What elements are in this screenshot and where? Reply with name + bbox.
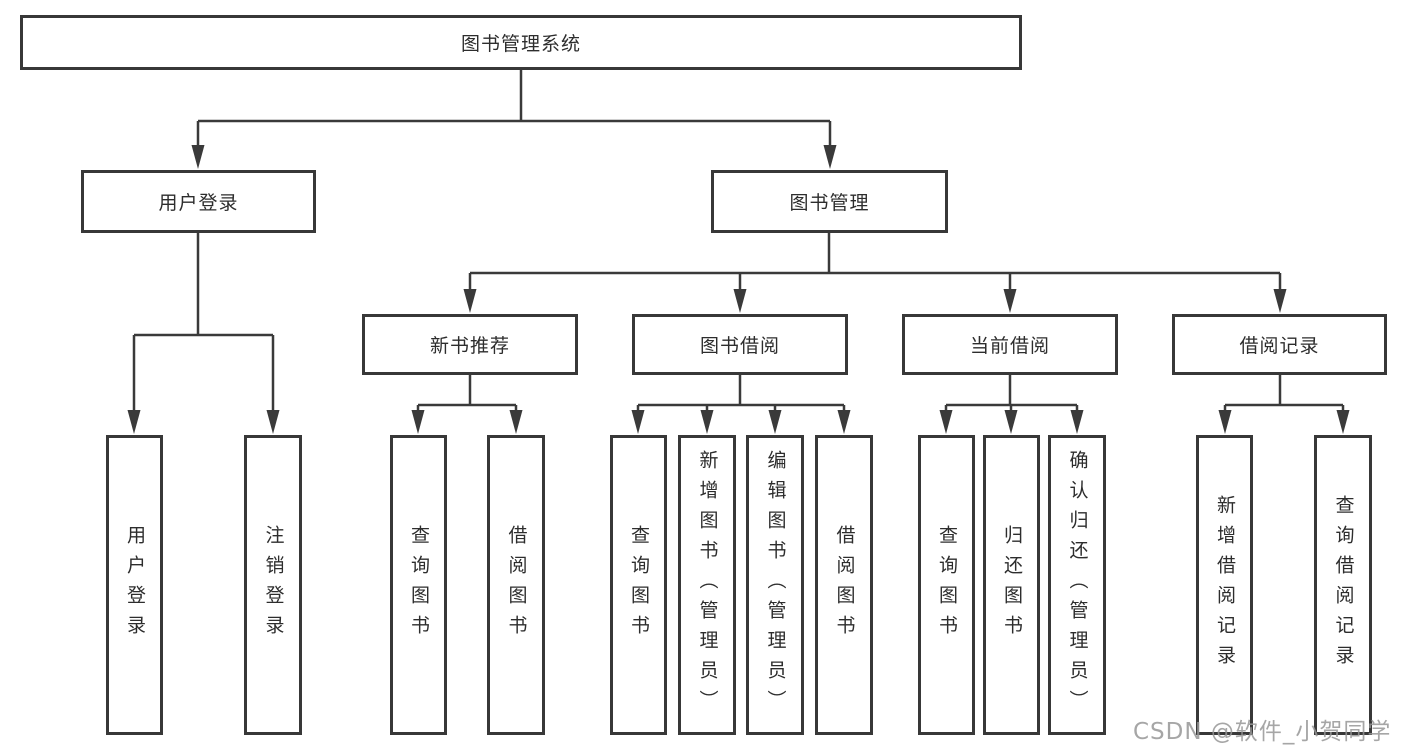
leaf-query-borrow-record: 查询借阅记录 [1314, 435, 1372, 735]
node-current-borrowing: 当前借阅 [902, 314, 1118, 375]
leaf-query-books-recommend: 查询图书 [390, 435, 447, 735]
leaf-logout-label: 注销登录 [262, 525, 285, 645]
leaf-query-books-current: 查询图书 [918, 435, 975, 735]
node-book-management: 图书管理 [711, 170, 948, 233]
node-user-login-label: 用户登录 [158, 192, 239, 214]
leaf-query-borrow-record-label: 查询借阅记录 [1332, 495, 1355, 675]
node-library-system: 图书管理系统 [20, 15, 1022, 70]
node-user-login: 用户登录 [81, 170, 316, 233]
node-library-system-label: 图书管理系统 [460, 33, 581, 55]
leaf-logout: 注销登录 [244, 435, 302, 735]
leaf-add-book-admin: 新增图书（管理员） [678, 435, 736, 735]
leaf-return-books-label: 归还图书 [1001, 525, 1023, 645]
node-book-management-label: 图书管理 [789, 192, 870, 214]
node-borrowing-records-label: 借阅记录 [1239, 335, 1320, 357]
csdn-watermark: CSDN @软件_小贺同学 [1133, 719, 1392, 745]
leaf-query-books-borrowing-label: 查询图书 [628, 525, 650, 645]
node-new-book-recommend-label: 新书推荐 [429, 335, 510, 357]
leaf-edit-book-admin-label: 编辑图书（管理员） [764, 450, 787, 720]
leaf-edit-book-admin: 编辑图书（管理员） [746, 435, 804, 735]
leaf-return-books: 归还图书 [983, 435, 1040, 735]
leaf-borrow-books-recommend: 借阅图书 [487, 435, 545, 735]
node-current-borrowing-label: 当前借阅 [969, 335, 1050, 357]
leaf-confirm-return-admin-label: 确认归还（管理员） [1066, 450, 1089, 720]
leaf-user-login-label: 用户登录 [124, 525, 146, 645]
leaf-borrow-books-recommend-label: 借阅图书 [505, 525, 528, 645]
leaf-query-books-current-label: 查询图书 [936, 525, 958, 645]
node-new-book-recommend: 新书推荐 [362, 314, 578, 375]
node-book-borrowing: 图书借阅 [632, 314, 848, 375]
leaf-borrow-books-borrowing: 借阅图书 [815, 435, 873, 735]
leaf-user-login: 用户登录 [106, 435, 163, 735]
leaf-add-borrow-record-label: 新增借阅记录 [1214, 495, 1236, 675]
leaf-query-books-recommend-label: 查询图书 [408, 525, 430, 645]
leaf-borrow-books-borrowing-label: 借阅图书 [833, 525, 856, 645]
node-borrowing-records: 借阅记录 [1172, 314, 1387, 375]
leaf-add-borrow-record: 新增借阅记录 [1196, 435, 1253, 735]
leaf-query-books-borrowing: 查询图书 [610, 435, 667, 735]
leaf-add-book-admin-label: 新增图书（管理员） [696, 450, 719, 720]
leaf-confirm-return-admin: 确认归还（管理员） [1048, 435, 1106, 735]
node-book-borrowing-label: 图书借阅 [699, 335, 780, 357]
